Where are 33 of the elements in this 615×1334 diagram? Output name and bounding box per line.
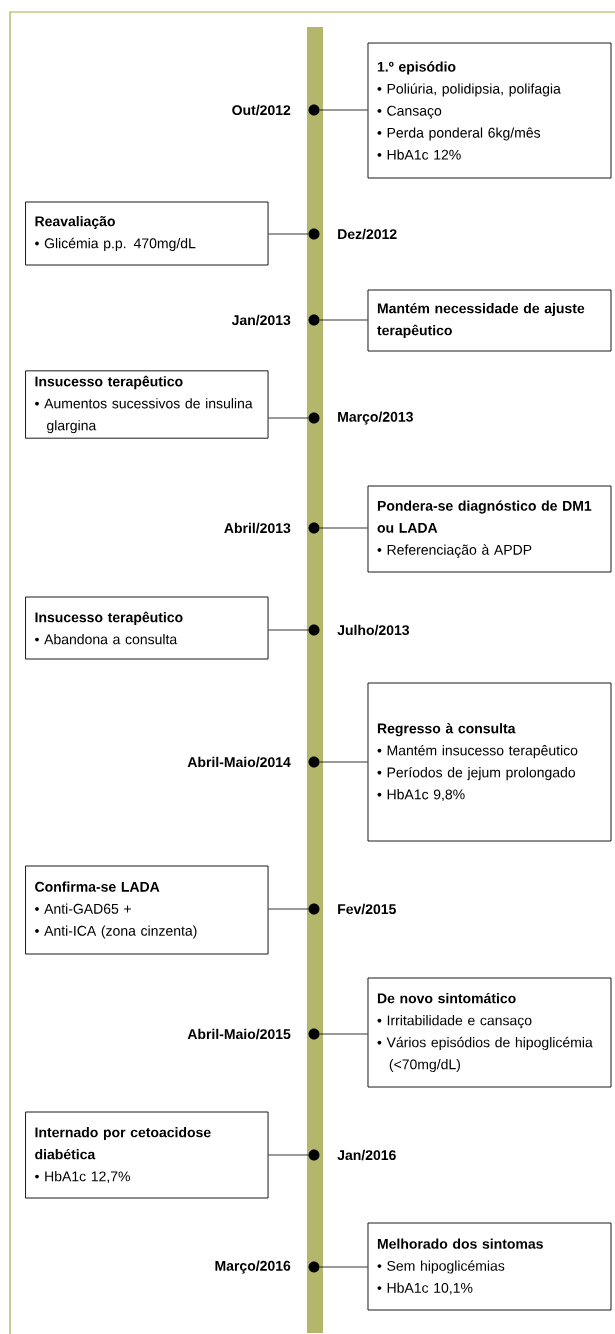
connector-line (319, 761, 368, 763)
connector-line (268, 629, 309, 631)
date-label: Abril-Maio/2014 (187, 756, 291, 768)
date-label: Julho/2013 (337, 624, 410, 636)
connector-line (268, 1154, 309, 1156)
connector-line (319, 109, 368, 111)
date-label: Fev/2015 (338, 903, 396, 915)
event-box: De novo sintomático • Irritabilidade e cansaço • Vários episódios de hipoglicémia (<70mg/dL) (367, 977, 612, 1088)
event-box: Pondera-se diagnóstico de DM1 ou LADA • Referenciação à APDP (367, 485, 612, 573)
date-label: Out/2012 (232, 104, 291, 116)
date-label: Março/2013 (338, 411, 413, 425)
event-box: Regresso à consulta • Mantém insucesso terapêutico • Períodos de jejum prolongado • HbA1c 9,8% (367, 682, 612, 842)
date-label: Abril/2013 (224, 522, 291, 534)
date-label: Dez/2012 (338, 228, 397, 240)
connector-line (268, 233, 309, 235)
connector-line (319, 1266, 368, 1268)
event-box: Insucesso terapêutico • Abandona a consulta (25, 596, 269, 660)
connector-line (319, 527, 368, 529)
event-box: Confirma-se LADA • Anti-GAD65 + • Anti-ICA (zona cinzenta) (25, 865, 269, 955)
date-label: Abril-Maio/2015 (187, 1028, 291, 1040)
event-box: 1.º episódio • Poliúria, polidipsia, polifagia • Cansaço • Perda ponderal 6kg/mês • HbA1c 12% (367, 42, 612, 179)
event-box: Mantém necessidade de ajuste terapêutico (367, 289, 612, 352)
event-box: Reavaliação • Glicémia p.p. 470mg/dL (25, 201, 269, 266)
date-label: Março/2016 (215, 1260, 291, 1274)
date-label: Jan/2013 (231, 314, 291, 326)
connector-line (268, 908, 309, 910)
event-box: Internado por cetoacidose diabética • HbA1c 12,7% (25, 1111, 269, 1199)
date-label: Jan/2016 (337, 1149, 396, 1161)
event-box: Melhorado dos sintomas • Sem hipoglicémias • HbA1c 10,1% (367, 1222, 612, 1311)
connector-line (319, 1033, 368, 1035)
connector-line (319, 319, 368, 321)
connector-line (268, 417, 309, 419)
event-box: Insucesso terapêutico • Aumentos sucessivos de insulina glargina (25, 370, 269, 439)
